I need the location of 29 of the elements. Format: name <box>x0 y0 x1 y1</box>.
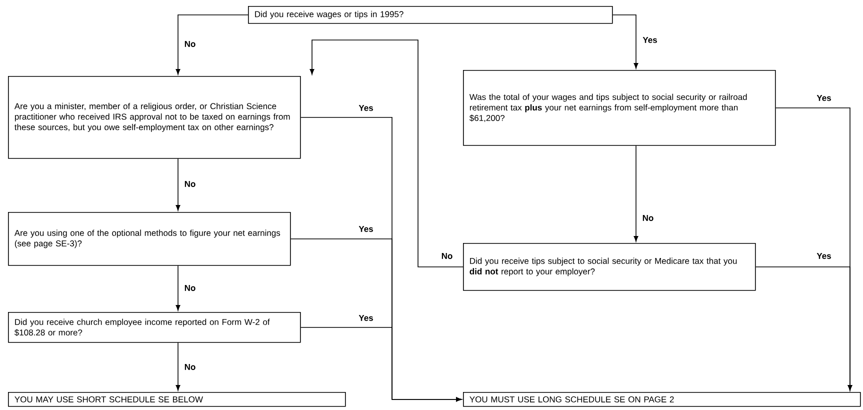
arrow <box>310 40 464 268</box>
arrow <box>176 342 180 391</box>
edge-label: Yes <box>358 314 374 322</box>
edge-label: No <box>183 363 197 371</box>
edge-label: Yes <box>358 225 374 233</box>
arrow <box>755 266 852 391</box>
question-box: Did you receive tips subject to social security or Medicare tax that you did not report to your employer? <box>463 243 756 291</box>
edge-label: Yes <box>816 94 832 102</box>
edge-label: No <box>641 214 655 222</box>
edge-label: No <box>183 40 197 48</box>
arrow <box>176 158 180 211</box>
edge-label: No <box>183 284 197 292</box>
edge-label: Yes <box>816 252 832 260</box>
edge-label: No <box>440 252 454 260</box>
question-box: YOU MUST USE LONG SCHEDULE SE ON PAGE 2 <box>463 392 861 407</box>
edge-label: Yes <box>642 36 658 44</box>
arrow <box>176 265 180 311</box>
question-box: Are you using one of the optional methods to figure your net earnings (see page SE-3)? <box>8 212 291 266</box>
arrow <box>612 14 638 69</box>
question-box: Did you receive church employee income reported on Form W-2 of $108.28 or more? <box>8 312 301 343</box>
arrow <box>176 14 248 75</box>
question-box: Was the total of your wages and tips subject to social security or railroad retirement tax plus your net earnings from self-employment more than $61,200? <box>463 70 776 146</box>
edge-label: No <box>183 180 197 188</box>
question-box: Are you a minister, member of a religious order, or Christian Science practitioner who received IRS approval not to be taxed on earnings from these sources, but you owe self-employment tax on other earnings? <box>8 76 301 159</box>
edge-label: Yes <box>358 104 374 112</box>
arrow <box>300 327 462 402</box>
question-box: Did you receive wages or tips in 1995? <box>248 6 613 24</box>
arrow <box>634 145 638 242</box>
question-box: YOU MAY USE SHORT SCHEDULE SE BELOW <box>8 392 346 407</box>
